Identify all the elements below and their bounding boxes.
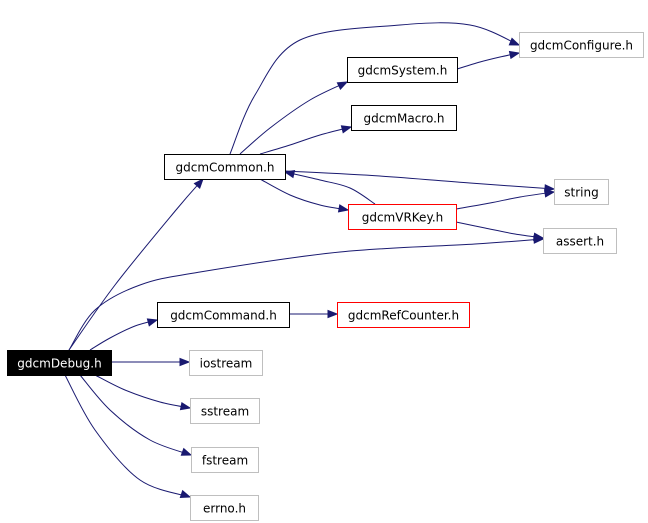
node-box (337, 302, 470, 328)
arrowhead-icon (179, 401, 192, 411)
edge-line (64, 374, 191, 498)
edge-gdcmDebug-to-iostream (111, 357, 191, 367)
arrowhead-icon (179, 357, 191, 367)
node-box (191, 447, 259, 473)
node-box (348, 204, 457, 230)
arrowhead-icon (508, 50, 521, 60)
edge-gdcmDebug-to-gdcmCommand (89, 318, 159, 351)
node-label: gdcmConfigure.h (530, 39, 633, 53)
edge-line (259, 126, 352, 155)
edge-gdcmDebug-to-errno (64, 374, 192, 498)
node-sstream[interactable]: sstream (190, 398, 260, 424)
node-label: fstream (202, 454, 248, 468)
edge-line (94, 374, 191, 409)
edge-gdcmCommon-to-gdcmVRKey (259, 178, 350, 213)
node-box (189, 350, 263, 376)
edge-line (89, 319, 158, 351)
node-label: errno.h (203, 502, 246, 516)
node-box (164, 154, 286, 180)
node-label: iostream (200, 357, 253, 371)
edge-gdcmSystem-to-gdcmConfigure (456, 50, 521, 70)
arrowhead-icon (179, 489, 192, 498)
edge-line (284, 171, 376, 205)
arrowhead-icon (327, 309, 339, 319)
node-box (7, 350, 112, 376)
edge-gdcmDebug-to-sstream (94, 374, 192, 411)
node-gdcmDebug[interactable]: gdcmDebug.h (7, 350, 112, 376)
edge-line (455, 221, 544, 239)
node-label: gdcmCommon.h (176, 161, 275, 175)
node-string[interactable]: string (554, 179, 609, 205)
edge-gdcmCommon-to-gdcmSystem (239, 81, 349, 155)
edge-line (456, 52, 520, 70)
node-gdcmConfigure[interactable]: gdcmConfigure.h (519, 32, 644, 58)
node-box (190, 398, 260, 424)
node-box (347, 57, 458, 83)
node-label: gdcmSystem.h (358, 64, 448, 78)
node-label: gdcmDebug.h (17, 357, 101, 371)
node-box (519, 32, 644, 58)
node-errno[interactable]: errno.h (190, 495, 259, 521)
node-fstream[interactable]: fstream (191, 447, 259, 473)
node-gdcmSystem[interactable]: gdcmSystem.h (347, 57, 458, 83)
node-box (543, 228, 617, 254)
node-box (190, 495, 259, 521)
edge-line (68, 238, 544, 351)
arrowhead-icon (180, 447, 193, 456)
node-label: gdcmMacro.h (363, 112, 444, 126)
edge-gdcmVRKey-to-string (455, 189, 556, 210)
node-label: assert.h (556, 235, 604, 249)
node-box (351, 105, 457, 131)
arrowhead-icon (193, 177, 204, 189)
node-assert[interactable]: assert.h (543, 228, 617, 254)
node-iostream[interactable]: iostream (189, 350, 263, 376)
node-label: sstream (201, 405, 249, 419)
edge-gdcmDebug-to-gdcmCommon (68, 177, 204, 351)
arrowhead-icon (543, 189, 556, 198)
edge-line (284, 170, 555, 190)
edges-layer (64, 22, 556, 498)
edge-line (68, 178, 204, 351)
arrowhead-icon (283, 169, 296, 179)
arrowhead-icon (532, 232, 545, 241)
edge-gdcmCommand-to-gdcmRefCounter (289, 309, 339, 319)
nodes-layer: gdcmDebug.h gdcmCommon.h gdcmSystem.h gdcmC… (7, 32, 644, 521)
edge-line (455, 191, 555, 210)
node-gdcmCommon[interactable]: gdcmCommon.h (164, 154, 286, 180)
edge-gdcmDebug-to-fstream (79, 374, 193, 456)
edge-gdcmCommon-to-gdcmConfigure (229, 22, 521, 155)
edge-line (229, 22, 520, 155)
node-label: string (564, 186, 598, 200)
node-gdcmMacro[interactable]: gdcmMacro.h (351, 105, 457, 131)
edge-gdcmCommon-to-gdcmMacro (259, 125, 353, 155)
edge-gdcmVRKey-to-gdcmCommon (283, 169, 376, 205)
edge-gdcmVRKey-to-assert (455, 221, 545, 241)
arrowhead-icon (146, 318, 159, 327)
arrowhead-icon (340, 125, 353, 134)
edge-line (239, 81, 348, 155)
node-box (554, 179, 609, 205)
node-gdcmVRKey[interactable]: gdcmVRKey.h (348, 204, 457, 230)
edge-line (79, 374, 192, 456)
node-box (157, 302, 290, 328)
arrowhead-icon (336, 81, 349, 90)
node-label: gdcmVRKey.h (362, 211, 444, 225)
arrowhead-icon (508, 37, 521, 46)
edge-line (259, 178, 349, 211)
node-label: gdcmRefCounter.h (348, 309, 459, 323)
node-gdcmCommand[interactable]: gdcmCommand.h (157, 302, 290, 328)
node-label: gdcmCommand.h (170, 309, 277, 323)
node-gdcmRefCounter[interactable]: gdcmRefCounter.h (337, 302, 470, 328)
arrowhead-icon (337, 204, 350, 213)
